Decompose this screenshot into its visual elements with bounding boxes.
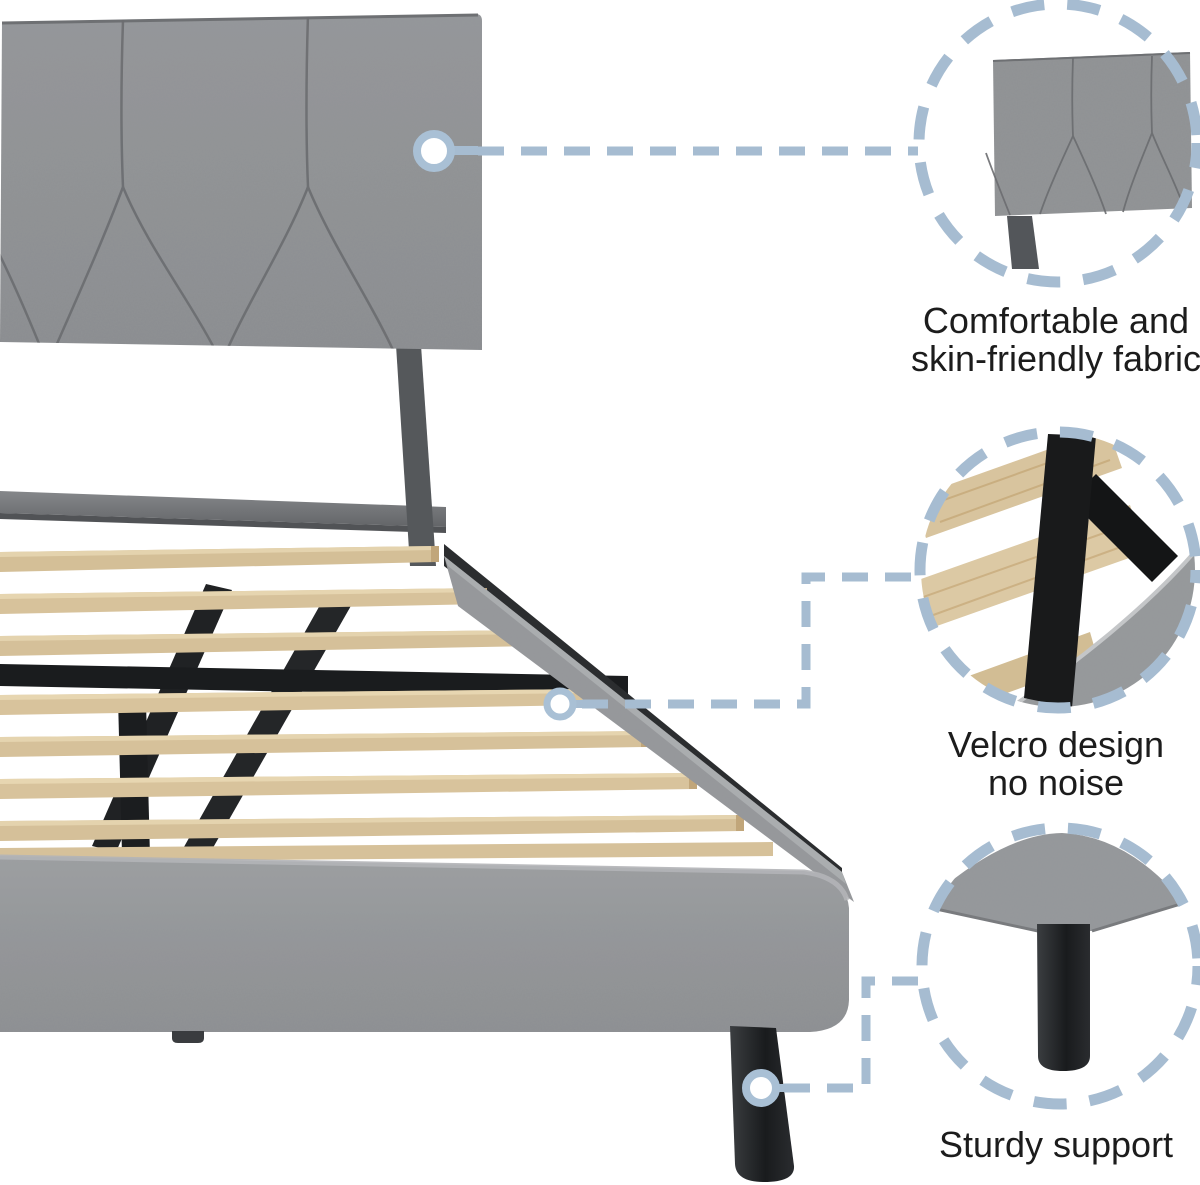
callout-marker-velcro bbox=[543, 687, 577, 721]
slat bbox=[0, 773, 697, 799]
connector-line-support bbox=[784, 976, 922, 1093]
velcro-strap-diagonal bbox=[1070, 474, 1178, 582]
wood-grain bbox=[921, 521, 1141, 619]
closeup-headboard-leg bbox=[1007, 216, 1039, 269]
closeup-headboard-top-edge bbox=[992, 52, 1191, 62]
callout-circle-velcro bbox=[914, 426, 1200, 714]
callout-circles bbox=[913, 0, 1200, 1110]
head-rail bbox=[0, 491, 446, 527]
slat bbox=[0, 815, 744, 841]
head-rail-shadow bbox=[0, 513, 446, 533]
marker-stub bbox=[774, 1084, 788, 1092]
callout-marker-fabric bbox=[413, 130, 455, 172]
callout-label-fabric: Comfortable and skin-friendly fabric bbox=[866, 302, 1200, 378]
callout-markers bbox=[413, 130, 788, 1107]
slats bbox=[0, 546, 773, 862]
center-rail bbox=[0, 664, 628, 698]
callout-marker-support bbox=[742, 1069, 780, 1107]
slat bbox=[0, 731, 649, 757]
slat bbox=[0, 630, 535, 656]
slat bbox=[0, 546, 439, 572]
front-rail-piping bbox=[0, 854, 850, 901]
callout-connectors bbox=[478, 146, 922, 1093]
callout-label-support: Sturdy support bbox=[866, 1126, 1200, 1164]
callout-label-line: Comfortable and bbox=[922, 300, 1190, 341]
headboard bbox=[0, 13, 482, 350]
callout-label-line: Sturdy support bbox=[938, 1124, 1174, 1165]
connector-line-velcro bbox=[582, 572, 917, 709]
marker-stub bbox=[452, 146, 478, 155]
headboard-seams bbox=[0, 14, 395, 350]
front-rail bbox=[0, 856, 849, 1032]
bed-illustration bbox=[0, 345, 854, 1182]
closeup-headboard-panel bbox=[993, 52, 1192, 216]
closeup-leg-corner bbox=[923, 833, 1185, 1071]
callout-label-line: no noise bbox=[987, 762, 1125, 803]
headboard-panel bbox=[0, 14, 482, 350]
closeup-corner-fabric-edge bbox=[923, 901, 1185, 933]
headboard-top-edge bbox=[1, 13, 479, 25]
closeup-corner-fabric bbox=[923, 833, 1184, 931]
callout-circle-support bbox=[916, 822, 1200, 1110]
slat bbox=[0, 588, 487, 614]
velcro-strap-main bbox=[1024, 434, 1096, 707]
marker-stub bbox=[572, 700, 586, 708]
callout-circle-fabric bbox=[913, 0, 1200, 288]
slat bbox=[0, 689, 592, 715]
closeup-headboard bbox=[985, 52, 1192, 269]
foot-nub bbox=[172, 1031, 204, 1043]
headboard-leg bbox=[396, 345, 436, 566]
callout-label-velcro: Velcro design no noise bbox=[866, 726, 1200, 802]
callout-label-line: skin-friendly fabric bbox=[910, 338, 1200, 379]
closeup-headboard-seams bbox=[985, 55, 1185, 216]
closeup-leg bbox=[1037, 924, 1090, 1071]
callout-label-line: Velcro design bbox=[947, 724, 1165, 765]
slat bbox=[0, 842, 773, 862]
side-rail-highlight bbox=[444, 556, 846, 884]
